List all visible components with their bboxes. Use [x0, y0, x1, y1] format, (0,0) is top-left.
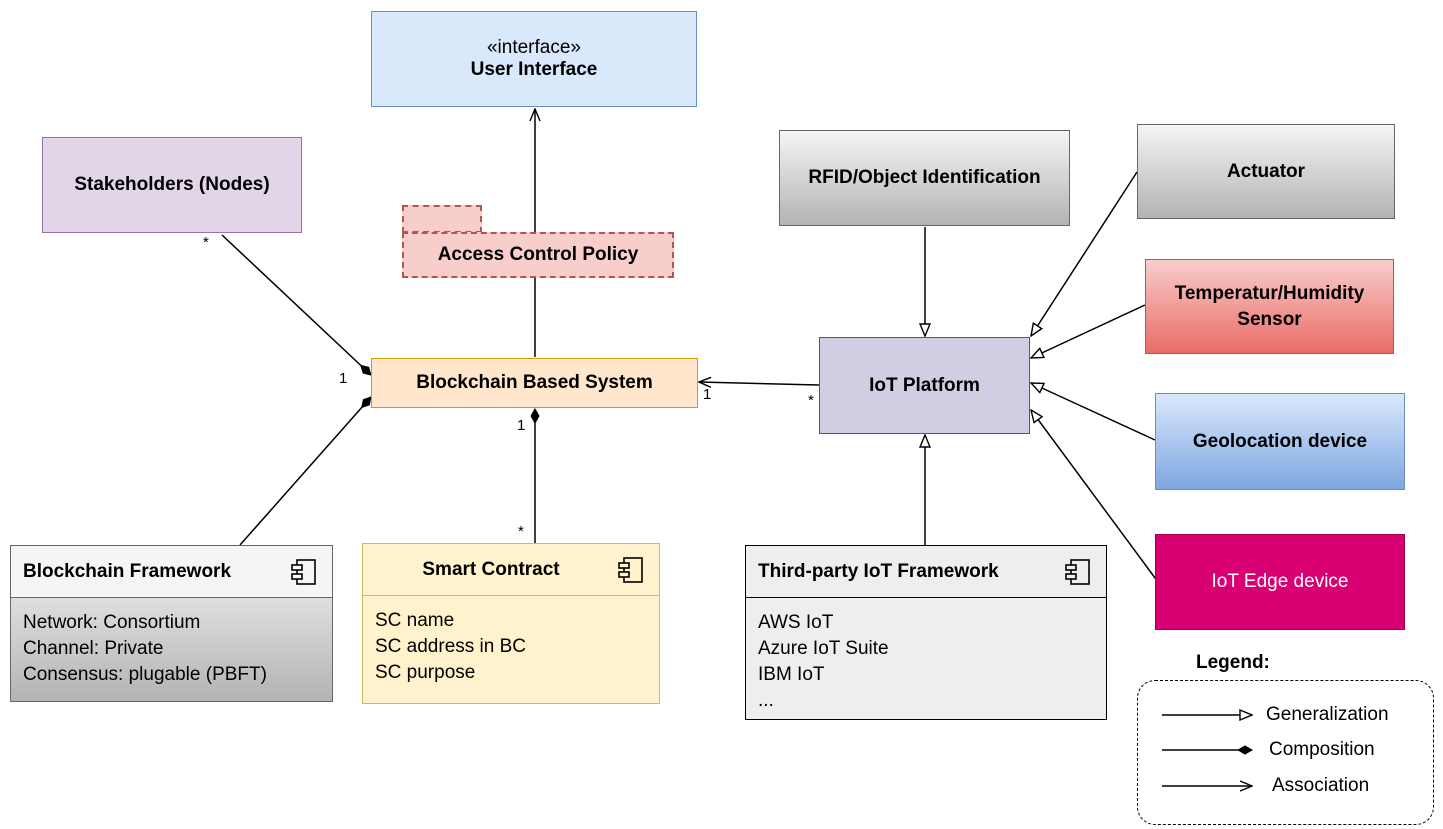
- blockchain-system-title: Blockchain Based System: [416, 372, 653, 393]
- edge-device-box[interactable]: IoT Edge device: [1155, 534, 1405, 630]
- edge-edge-device-generalization: [1031, 410, 1159, 583]
- multiplicity-label: *: [518, 523, 524, 540]
- smart-contract-header: Smart Contract: [363, 544, 659, 596]
- geolocation-box[interactable]: Geolocation device: [1155, 393, 1405, 490]
- legend-composition-label: Composition: [1269, 739, 1375, 760]
- user-interface-stereotype: «interface»: [486, 37, 581, 58]
- edge-blockchain-framework-composition: [239, 396, 372, 546]
- third-party-iot-title: Third-party IoT Framework: [758, 560, 999, 582]
- temperature-sensor-title-line2: Sensor: [1237, 308, 1302, 330]
- blockchain-framework-attr: Channel: Private: [23, 638, 164, 659]
- third-party-iot-component[interactable]: Third-party IoT Framework AWS IoT Azure …: [745, 545, 1107, 720]
- third-party-iot-attr: AWS IoT: [758, 612, 834, 633]
- edge-actuator-generalization: [1031, 171, 1138, 336]
- access-control-policy-package[interactable]: Access Control Policy: [402, 205, 674, 278]
- multiplicity-label: 1: [339, 370, 348, 387]
- blockchain-framework-attr: Consensus: plugable (PBFT): [23, 664, 267, 685]
- temperature-sensor-title-line1: Temperatur/Humidity: [1174, 282, 1365, 304]
- smart-contract-component[interactable]: Smart Contract SC name SC address in BC …: [362, 543, 660, 704]
- iot-platform-box[interactable]: IoT Platform: [819, 337, 1030, 434]
- legend: [1137, 680, 1434, 825]
- blockchain-framework-title: Blockchain Framework: [23, 560, 232, 582]
- rfid-box[interactable]: RFID/Object Identification: [779, 130, 1070, 226]
- rfid-title: RFID/Object Identification: [808, 167, 1041, 188]
- access-control-policy-tab: [402, 205, 482, 233]
- blockchain-framework-attributes: Network: Consortium Channel: Private Con…: [11, 598, 332, 688]
- edge-temperature-generalization: [1031, 304, 1146, 358]
- smart-contract-attributes: SC name SC address in BC SC purpose: [363, 596, 659, 686]
- component-icon: [1065, 559, 1090, 585]
- temperature-sensor-box[interactable]: Temperatur/Humidity Sensor: [1145, 259, 1394, 354]
- smart-contract-title: Smart Contract: [422, 558, 560, 580]
- blockchain-framework-component[interactable]: Blockchain Framework Network: Consortium…: [10, 545, 333, 702]
- user-interface-box[interactable]: «interface» User Interface: [371, 11, 697, 107]
- third-party-iot-attr: ...: [758, 690, 774, 711]
- multiplicity-label: *: [808, 392, 814, 409]
- legend-association-label: Association: [1272, 775, 1370, 796]
- multiplicity-label: 1: [517, 417, 526, 434]
- geolocation-title: Geolocation device: [1192, 430, 1368, 452]
- third-party-iot-attributes: AWS IoT Azure IoT Suite IBM IoT ...: [746, 598, 1106, 714]
- third-party-iot-header: Third-party IoT Framework: [746, 546, 1106, 598]
- smart-contract-attr: SC name: [375, 610, 455, 631]
- smart-contract-attr: SC address in BC: [375, 636, 527, 657]
- component-icon: [618, 557, 643, 583]
- blockchain-framework-attr: Network: Consortium: [23, 612, 201, 633]
- smart-contract-attr: SC purpose: [375, 662, 476, 683]
- edge-stakeholders-composition: [221, 234, 372, 376]
- blockchain-system-box[interactable]: Blockchain Based System: [371, 358, 698, 408]
- iot-platform-title: IoT Platform: [869, 374, 980, 396]
- legend-title: Legend:: [1196, 652, 1270, 673]
- user-interface-title: User Interface: [470, 59, 598, 80]
- third-party-iot-attr: IBM IoT: [758, 664, 825, 685]
- actuator-title: Actuator: [1226, 161, 1306, 182]
- third-party-iot-attr: Azure IoT Suite: [758, 638, 889, 659]
- blockchain-framework-header: Blockchain Framework: [11, 546, 332, 598]
- stakeholders-box[interactable]: Stakeholders (Nodes): [42, 137, 302, 233]
- access-control-policy-body: Access Control Policy: [402, 232, 674, 278]
- stakeholders-title: Stakeholders (Nodes): [74, 174, 270, 195]
- legend-generalization-label: Generalization: [1266, 704, 1389, 725]
- access-control-policy-title: Access Control Policy: [437, 244, 639, 265]
- multiplicity-label: *: [203, 234, 209, 251]
- edge-iot-to-bbs: [699, 382, 820, 385]
- multiplicity-label: 1: [703, 386, 712, 403]
- edge-geolocation-generalization: [1031, 383, 1156, 441]
- edge-device-title: IoT Edge device: [1211, 571, 1349, 592]
- actuator-box[interactable]: Actuator: [1137, 124, 1395, 219]
- component-icon: [291, 559, 316, 585]
